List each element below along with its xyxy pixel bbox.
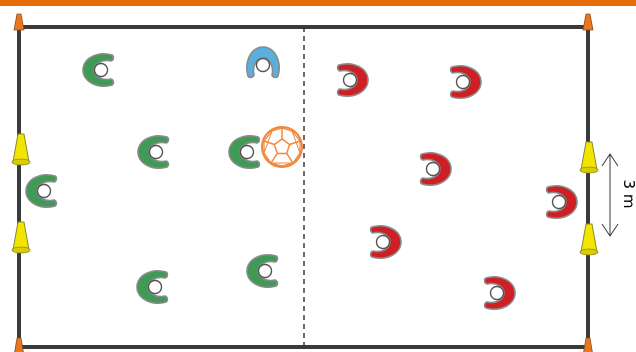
dimension-marker [602,154,618,236]
red-player [338,64,368,96]
goal-cone-right-top [580,142,598,173]
green-player [26,175,56,207]
red-player [547,186,577,218]
red-player [485,277,515,309]
blue-player [247,47,279,77]
green-player [229,136,259,168]
green-player [247,255,277,287]
ball [262,127,302,167]
corner-cone-top-right [583,14,593,30]
goal-cone-right-bottom [580,224,598,255]
green-player [137,271,167,303]
top-bar [0,0,636,6]
red-player [371,226,401,258]
red-player [451,66,481,98]
corner-cone-bottom-left [14,338,24,352]
goal-cone-left-top [12,134,30,165]
red-player [421,153,451,185]
dimension-label: 3 m [620,180,636,209]
corner-cone-top-left [14,14,24,30]
green-player [83,54,113,86]
green-player [138,136,168,168]
goal-cone-left-bottom [12,222,30,253]
corner-cone-bottom-right [583,338,593,352]
